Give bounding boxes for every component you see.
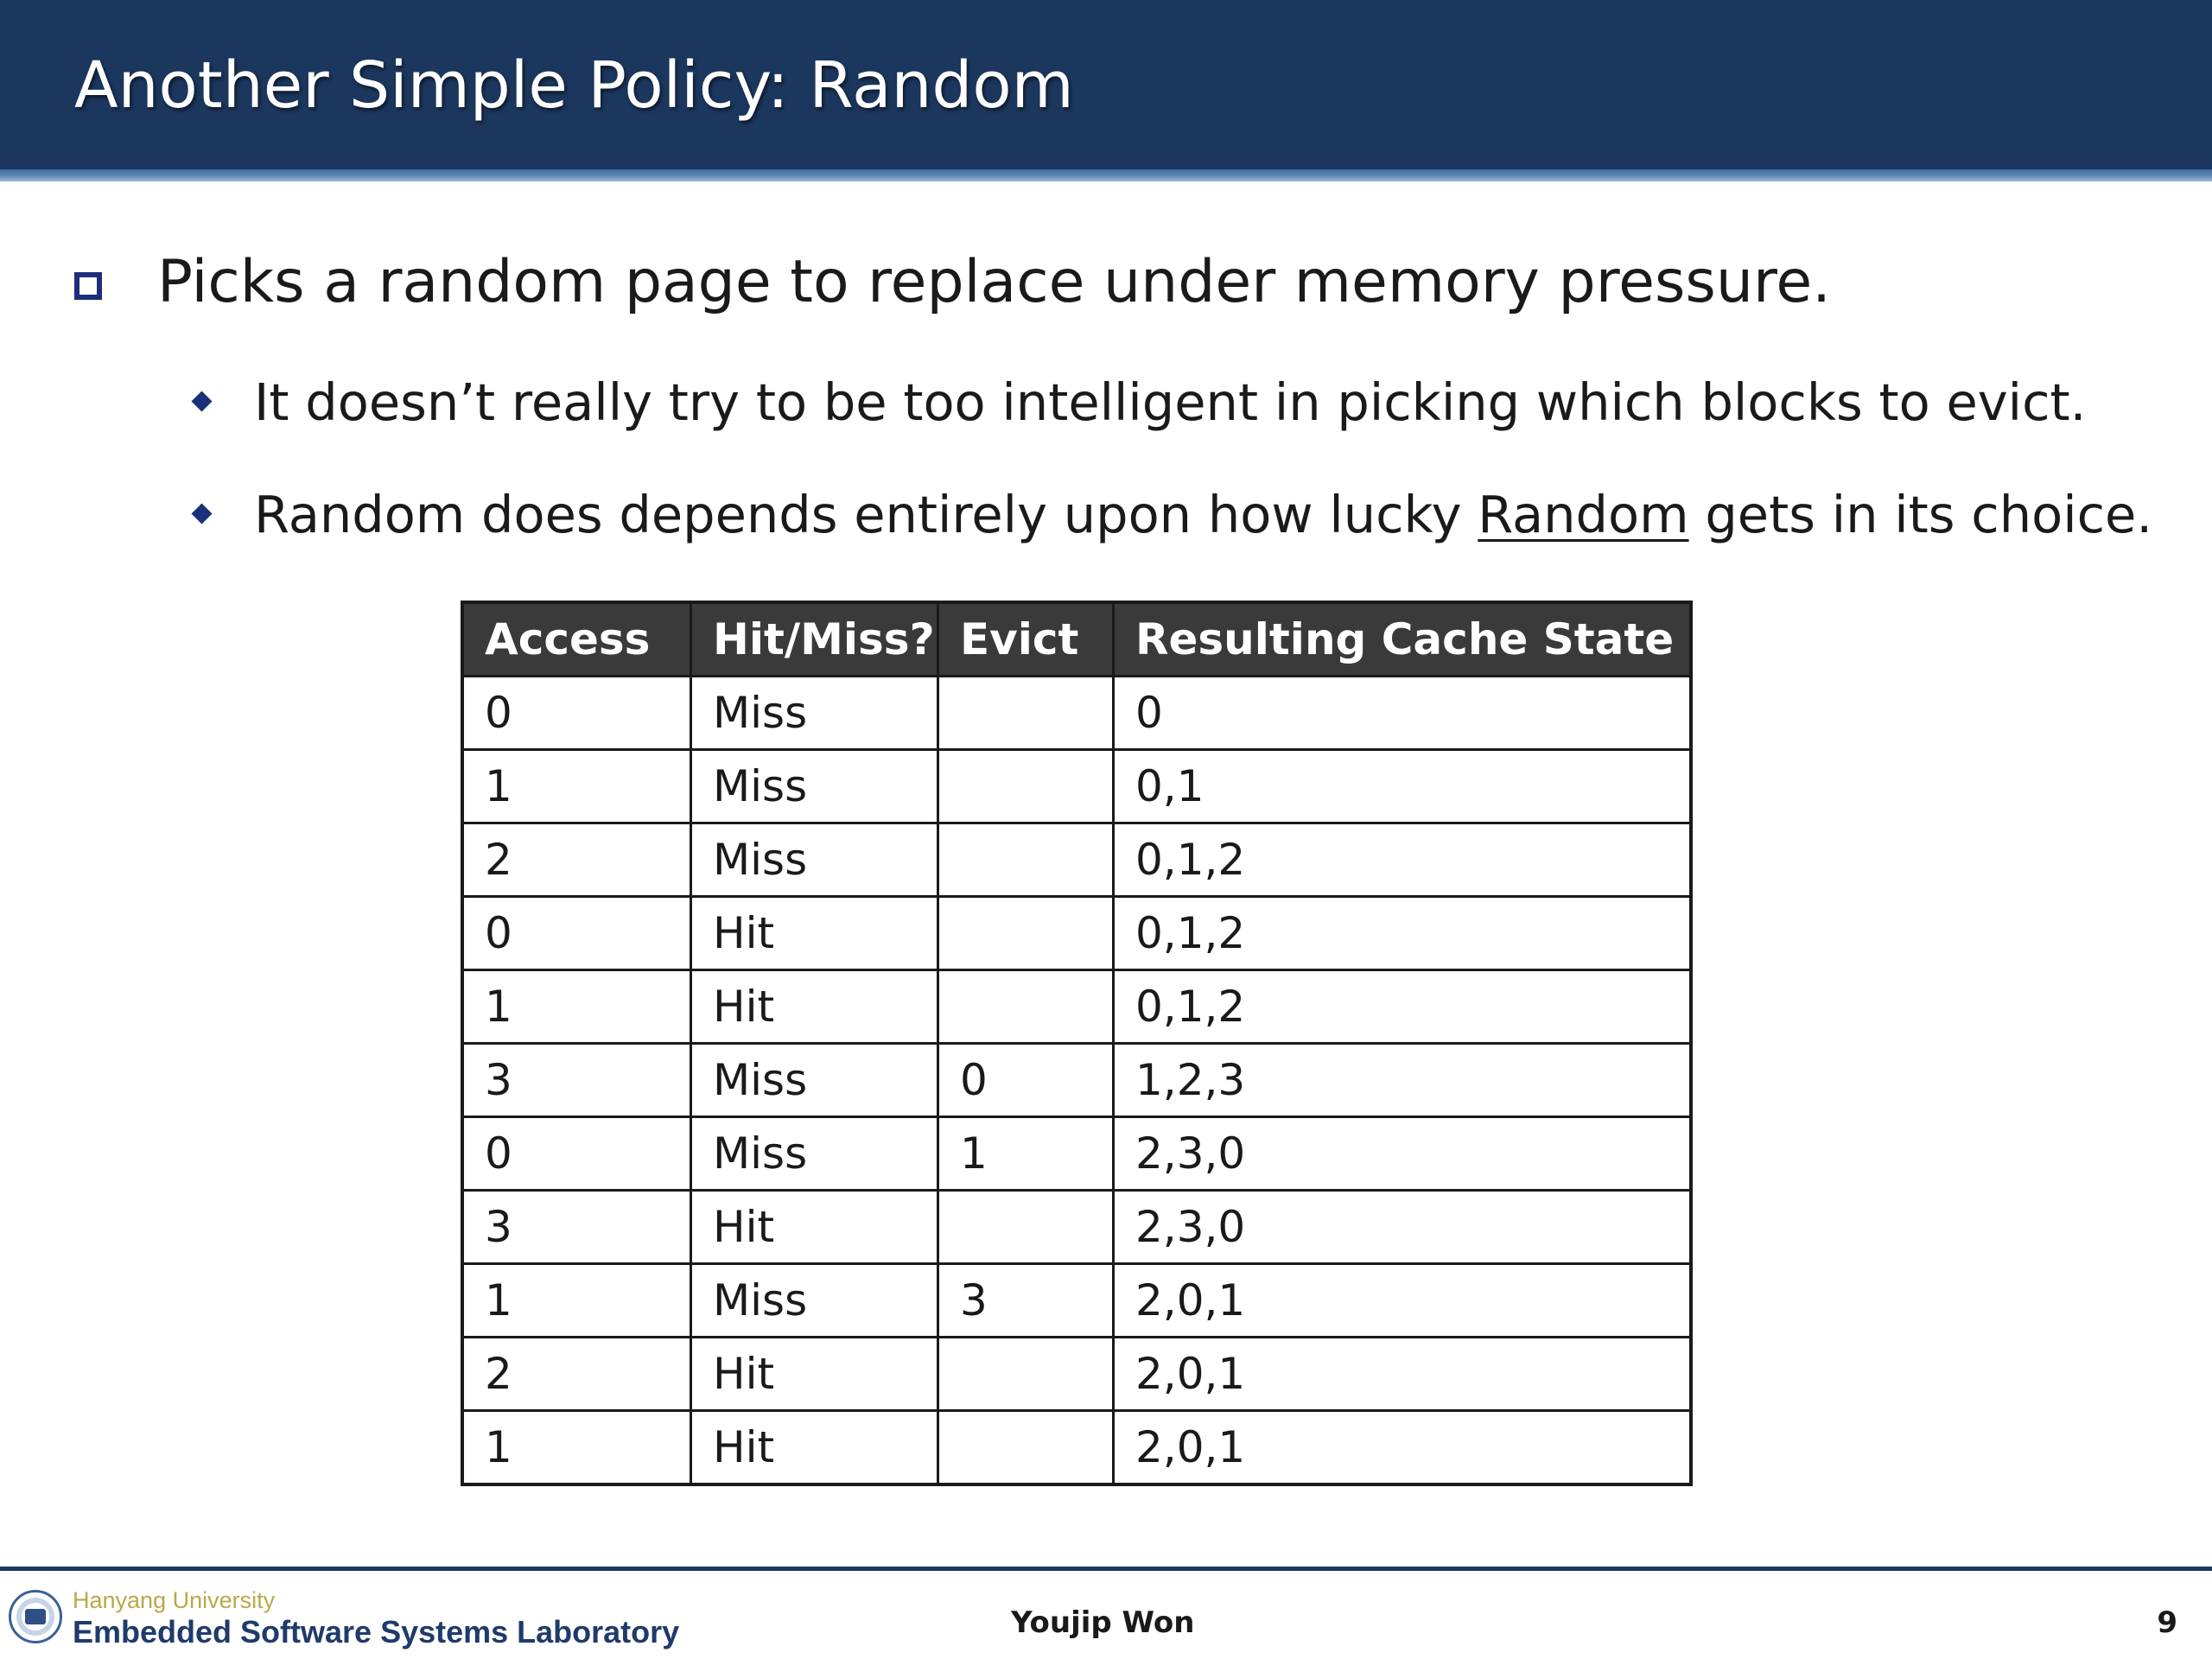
table-row: 1 Miss 3 2,0,1: [461, 1262, 1693, 1338]
cell-cache-state: 2,0,1: [1112, 1409, 1693, 1486]
table-body: 0 Miss 0 1 Miss 0,1 2 Miss 0,1,2 0 Hit: [461, 675, 1693, 1486]
cell-hit-miss: Hit: [690, 1409, 939, 1486]
cell-hit-miss: Hit: [690, 1189, 939, 1265]
cell-access: 0: [461, 675, 692, 751]
cell-cache-state: 2,0,1: [1112, 1262, 1693, 1338]
bullet-sub-text-1: It doesn’t really try to be too intellig…: [254, 372, 2087, 432]
cell-access: 1: [461, 748, 692, 824]
bullet-main-text: Picks a random page to replace under mem…: [157, 248, 1831, 316]
cell-hit-miss: Miss: [690, 1262, 939, 1338]
cell-cache-state: 2,3,0: [1112, 1189, 1693, 1265]
cell-access: 1: [461, 969, 692, 1045]
table-row: 2 Hit 2,0,1: [461, 1336, 1693, 1412]
table-row: 0 Miss 0: [461, 675, 1693, 751]
cell-evict: [937, 969, 1115, 1045]
table-row: 3 Hit 2,3,0: [461, 1189, 1693, 1265]
underlined-random: Random: [1478, 485, 1689, 544]
header-access: Access: [461, 601, 692, 677]
table-row: 0 Miss 1 2,3,0: [461, 1116, 1693, 1192]
cell-access: 0: [461, 895, 692, 971]
cell-hit-miss: Miss: [690, 748, 939, 824]
cell-evict: 1: [937, 1116, 1115, 1192]
cell-hit-miss: Hit: [690, 969, 939, 1045]
seal-emblem-icon: [25, 1609, 46, 1624]
cell-hit-miss: Miss: [690, 1042, 939, 1118]
diamond-bullet-icon: [191, 391, 213, 412]
table-header: Access Hit/Miss? Evict Resulting Cache S…: [461, 601, 1693, 677]
cell-hit-miss: Miss: [690, 1116, 939, 1192]
cache-trace-table: Access Hit/Miss? Evict Resulting Cache S…: [461, 601, 1693, 1486]
cell-cache-state: 0,1,2: [1112, 822, 1693, 898]
university-seal-logo: [9, 1590, 62, 1643]
header-hit-miss: Hit/Miss?: [690, 601, 939, 677]
cell-evict: [937, 822, 1115, 898]
cell-evict: 0: [937, 1042, 1115, 1118]
cell-access: 2: [461, 822, 692, 898]
cell-access: 3: [461, 1042, 692, 1118]
table-row: 0 Hit 0,1,2: [461, 895, 1693, 971]
table-header-row: Access Hit/Miss? Evict Resulting Cache S…: [461, 601, 1693, 677]
cell-hit-miss: Miss: [690, 675, 939, 751]
bullet-main-marker: [74, 244, 102, 321]
cell-cache-state: 0,1,2: [1112, 969, 1693, 1045]
header-cache-state: Resulting Cache State: [1112, 601, 1693, 677]
table-row: 2 Miss 0,1,2: [461, 822, 1693, 898]
square-bullet-icon: [74, 272, 102, 300]
cell-cache-state: 2,0,1: [1112, 1336, 1693, 1412]
cell-evict: 3: [937, 1262, 1115, 1338]
cell-evict: [937, 895, 1115, 971]
cell-hit-miss: Hit: [690, 895, 939, 971]
diamond-bullet-icon: [191, 503, 213, 524]
slide-title: Another Simple Policy: Random: [74, 48, 1074, 123]
table-row: 1 Hit 2,0,1: [461, 1409, 1693, 1486]
cell-access: 3: [461, 1189, 692, 1265]
cell-evict: [937, 1409, 1115, 1486]
footer-divider: [0, 1567, 2212, 1571]
cell-access: 1: [461, 1409, 692, 1486]
cell-cache-state: 2,3,0: [1112, 1116, 1693, 1192]
table-row: 1 Miss 0,1: [461, 748, 1693, 824]
cell-evict: [937, 1189, 1115, 1265]
bullet-sub-text-2-part: Random does depends entirely upon how lu…: [254, 485, 1478, 544]
cell-cache-state: 0,1,2: [1112, 895, 1693, 971]
cell-cache-state: 0: [1112, 675, 1693, 751]
page-number: 9: [2157, 1605, 2177, 1640]
author-name: Youjip Won: [1011, 1605, 1195, 1640]
cell-hit-miss: Hit: [690, 1336, 939, 1412]
cell-access: 0: [461, 1116, 692, 1192]
cell-cache-state: 0,1: [1112, 748, 1693, 824]
lab-name: Embedded Software Systems Laboratory: [73, 1614, 680, 1649]
university-name: Hanyang University: [73, 1587, 276, 1613]
title-bar: Another Simple Policy: Random: [0, 0, 2212, 169]
cell-cache-state: 1,2,3: [1112, 1042, 1693, 1118]
cell-access: 1: [461, 1262, 692, 1338]
cell-evict: [937, 1336, 1115, 1412]
table-row: 1 Hit 0,1,2: [461, 969, 1693, 1045]
bullet-sub-text-2: Random does depends entirely upon how lu…: [254, 480, 2152, 550]
cell-evict: [937, 675, 1115, 751]
cell-evict: [937, 748, 1115, 824]
header-evict: Evict: [937, 601, 1115, 677]
cell-hit-miss: Miss: [690, 822, 939, 898]
title-bar-stripe: [0, 169, 2212, 181]
cell-access: 2: [461, 1336, 692, 1412]
table-row: 3 Miss 0 1,2,3: [461, 1042, 1693, 1118]
bullet-sub-text-2-part: gets in its choice.: [1688, 485, 2153, 544]
